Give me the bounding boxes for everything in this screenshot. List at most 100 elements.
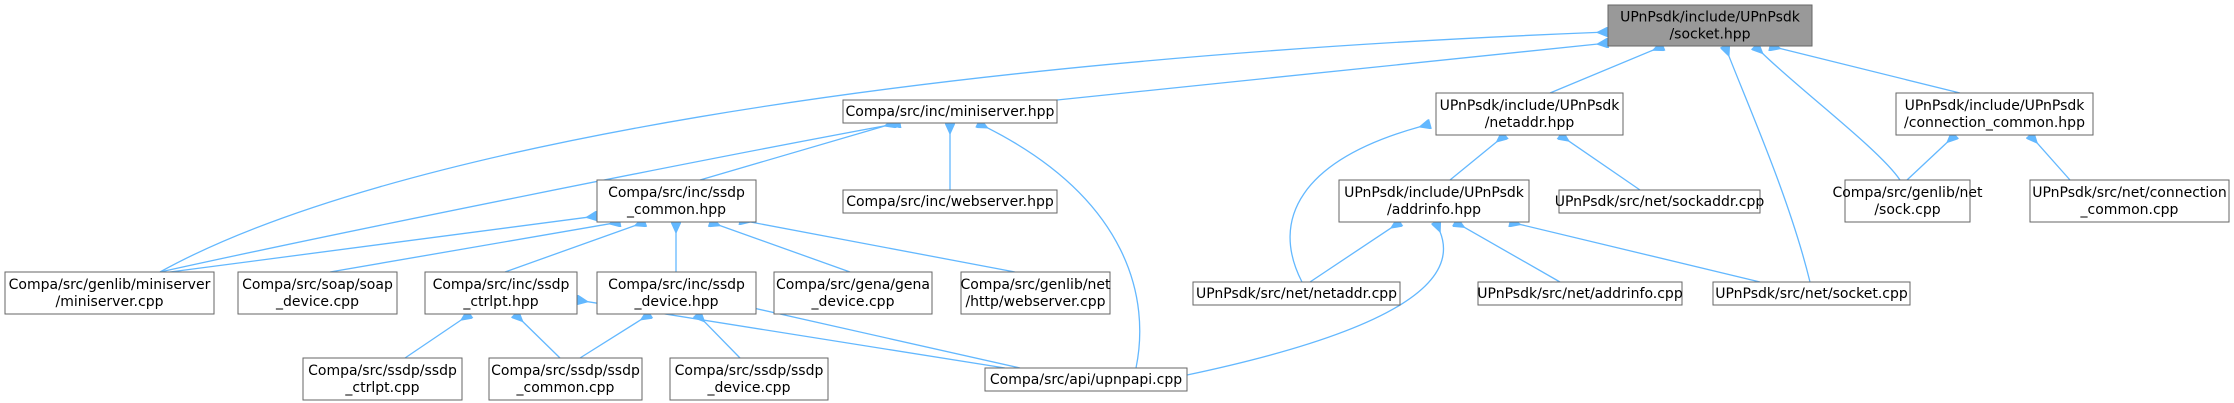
node-box: [1192, 281, 1401, 306]
edge-connection_common_hpp-to-socket_hpp: [1780, 48, 1961, 94]
node-label: Compa/src/gena/gena: [776, 277, 930, 293]
node-ssdp_device_hpp[interactable]: Compa/src/inc/ssdp_device.hpp: [596, 271, 757, 315]
node-box: [1558, 189, 1761, 214]
node-box: [1607, 4, 1813, 47]
edge-socket_cpp-to-addrinfo_hpp: [1520, 224, 1761, 283]
edge-soap_device_cpp-to-ssdp_common_hpp: [329, 224, 610, 273]
node-sockaddr_cpp[interactable]: UPnPsdk/src/net/sockaddr.cpp: [1555, 189, 1765, 214]
node-label: _device.cpp: [275, 294, 359, 310]
node-label: Compa/src/api/upnpapi.cpp: [990, 372, 1182, 388]
node-box: [669, 357, 829, 401]
edge-ssdp_ctrlpt_hpp-to-ssdp_common_hpp: [504, 225, 636, 273]
node-webserver_cpp[interactable]: Compa/src/genlib/net/http/webserver.cpp: [960, 271, 1111, 315]
edge-ssdp_common_hpp-to-miniserver_hpp: [699, 126, 885, 181]
node-box: [2029, 179, 2230, 223]
node-miniserver_cpp[interactable]: Compa/src/genlib/miniserver/miniserver.c…: [4, 271, 215, 315]
node-label: UPnPsdk/src/net/connection: [2032, 185, 2227, 201]
edge-ssdp_device_cpp-to-ssdp_device_hpp: [704, 321, 741, 359]
node-connection_common_cpp[interactable]: UPnPsdk/src/net/connection_common.cpp: [2029, 179, 2230, 223]
node-box: [1844, 179, 1971, 223]
node-box: [1712, 281, 1911, 306]
node-label: Compa/src/inc/webserver.hpp: [846, 194, 1054, 210]
node-label: /miniserver.cpp: [56, 294, 164, 310]
node-box: [1435, 92, 1624, 136]
edge-addrinfo_cpp-to-addrinfo_hpp: [1464, 227, 1561, 283]
edge-webserver_cpp-to-ssdp_common_hpp: [750, 222, 1016, 273]
edge-miniserver_cpp-to-ssdp_common_hpp: [169, 217, 587, 273]
node-label: /netaddr.hpp: [1485, 115, 1575, 131]
node-ssdp_common_cpp[interactable]: Compa/src/ssdp/ssdp_common.cpp: [488, 357, 643, 401]
node-gena_device_cpp[interactable]: Compa/src/gena/gena_device.cpp: [773, 271, 933, 315]
node-label: Compa/src/inc/miniserver.hpp: [846, 104, 1055, 120]
edge-miniserver_cpp-to-socket_hpp: [159, 32, 1598, 273]
edge-upnpapi_cpp-to-addrinfo_hpp: [1186, 231, 1445, 376]
node-label: _common.cpp: [516, 380, 615, 396]
node-label: _device.cpp: [811, 294, 895, 310]
node-label: UPnPsdk/src/net/socket.cpp: [1715, 286, 1908, 302]
node-label: Compa/src/ssdp/ssdp: [308, 363, 457, 379]
node-ssdp_common_hpp[interactable]: Compa/src/inc/ssdp_common.hpp: [596, 179, 757, 223]
node-box: [596, 179, 757, 223]
node-addrinfo_hpp[interactable]: UPnPsdk/include/UPnPsdk/addrinfo.hpp: [1338, 179, 1530, 223]
node-label: /socket.hpp: [1669, 27, 1750, 43]
node-box: [4, 271, 215, 315]
node-box: [488, 357, 643, 401]
node-label: _device.cpp: [707, 380, 791, 396]
node-netaddr_hpp[interactable]: UPnPsdk/include/UPnPsdk/netaddr.hpp: [1435, 92, 1624, 136]
edge-socket_cpp-to-socket_hpp: [1729, 55, 1811, 283]
node-label: UPnPsdk/src/net/netaddr.cpp: [1196, 286, 1397, 302]
edge-netaddr_hpp-to-socket_hpp: [1549, 50, 1654, 94]
node-addrinfo_cpp[interactable]: UPnPsdk/src/net/addrinfo.cpp: [1477, 281, 1683, 306]
node-ssdp_device_cpp[interactable]: Compa/src/ssdp/ssdp_device.cpp: [669, 357, 829, 401]
node-label: /connection_common.hpp: [1904, 115, 2085, 131]
node-webserver_hpp[interactable]: Compa/src/inc/webserver.hpp: [842, 189, 1058, 214]
node-box: [1477, 281, 1683, 306]
node-label: Compa/src/genlib/net: [960, 277, 1111, 293]
node-miniserver_hpp[interactable]: Compa/src/inc/miniserver.hpp: [842, 99, 1058, 124]
node-label: Compa/src/ssdp/ssdp: [675, 363, 824, 379]
node-ssdp_ctrlpt_hpp[interactable]: Compa/src/inc/ssdp_ctrlpt.hpp: [424, 271, 578, 315]
node-label: Compa/src/inc/ssdp: [608, 185, 745, 201]
edge-upnpapi_cpp-to-ssdp_device_hpp: [750, 307, 1021, 369]
node-label: Compa/src/inc/ssdp: [608, 277, 745, 293]
edge-sock_cpp-to-connection_common_hpp: [1906, 142, 1948, 181]
node-label: Compa/src/genlib/net: [1832, 185, 1983, 201]
node-label: Compa/src/soap/soap: [242, 277, 393, 293]
node-box: [1338, 179, 1530, 223]
node-label: /sock.cpp: [1874, 202, 1940, 218]
node-label: UPnPsdk/src/net/sockaddr.cpp: [1555, 194, 1765, 210]
node-ssdp_ctrlpt_cpp[interactable]: Compa/src/ssdp/ssdp_ctrlpt.cpp: [302, 357, 463, 401]
node-sock_cpp[interactable]: Compa/src/genlib/net/sock.cpp: [1832, 179, 1983, 223]
node-box: [1895, 92, 2094, 136]
edge-connection_common_cpp-to-connection_common_hpp: [2037, 142, 2071, 181]
node-label: /http/webserver.cpp: [965, 294, 1105, 310]
node-label: _ctrlpt.cpp: [344, 380, 419, 396]
node-socket_hpp[interactable]: UPnPsdk/include/UPnPsdk/socket.hpp: [1607, 4, 1813, 47]
node-soap_device_cpp[interactable]: Compa/src/soap/soap_device.cpp: [237, 271, 398, 315]
edge-addrinfo_hpp-to-netaddr_hpp: [1449, 141, 1497, 181]
edge-netaddr_cpp-to-netaddr_hpp: [1289, 127, 1420, 283]
node-label: Compa/src/genlib/miniserver: [9, 277, 211, 293]
node-box: [842, 189, 1058, 214]
node-label: UPnPsdk/src/net/addrinfo.cpp: [1477, 286, 1683, 302]
node-socket_cpp[interactable]: UPnPsdk/src/net/socket.cpp: [1712, 281, 1911, 306]
edge-netaddr_cpp-to-addrinfo_hpp: [1309, 228, 1392, 283]
edge-sock_cpp-to-socket_hpp: [1762, 53, 1901, 181]
node-label: _device.hpp: [633, 294, 718, 310]
nodes-layer: UPnPsdk/include/UPnPsdk/socket.hppCompa/…: [4, 4, 2230, 401]
node-upnpapi_cpp[interactable]: Compa/src/api/upnpapi.cpp: [984, 367, 1188, 392]
node-label: UPnPsdk/include/UPnPsdk: [1620, 10, 1801, 26]
edge-miniserver_hpp-to-socket_hpp: [1056, 44, 1598, 101]
edges-layer: [159, 32, 2071, 376]
node-connection_common_hpp[interactable]: UPnPsdk/include/UPnPsdk/connection_commo…: [1895, 92, 2094, 136]
node-box: [237, 271, 398, 315]
node-netaddr_cpp[interactable]: UPnPsdk/src/net/netaddr.cpp: [1192, 281, 1401, 306]
node-box: [773, 271, 933, 315]
node-box: [596, 271, 757, 315]
node-label: _ctrlpt.hpp: [462, 294, 538, 310]
node-box: [842, 99, 1058, 124]
node-label: _common.cpp: [2080, 202, 2179, 218]
node-label: UPnPsdk/include/UPnPsdk: [1905, 98, 2086, 114]
edge-miniserver_cpp-to-miniserver_hpp: [159, 125, 890, 273]
